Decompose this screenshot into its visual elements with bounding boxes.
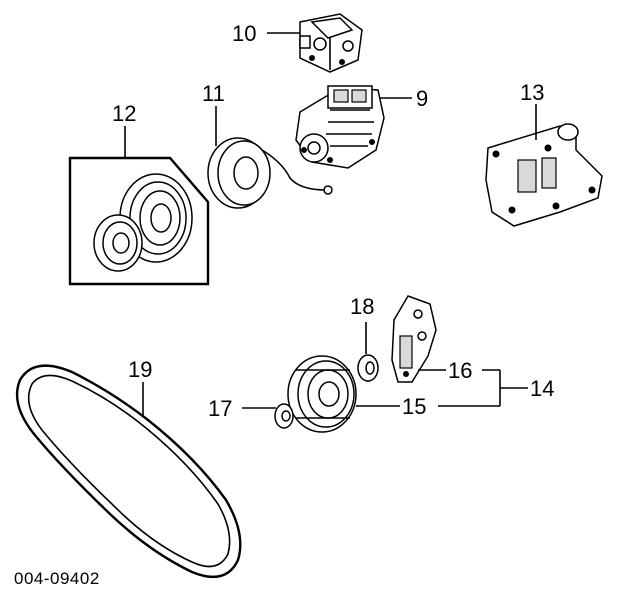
- diagram-reference-number: 004-09402: [14, 569, 100, 588]
- callout-17: 17: [208, 396, 232, 421]
- callout-14: 14: [530, 376, 554, 401]
- part-11-clutch-coil: [207, 137, 333, 209]
- part-19-drive-belt: [15, 364, 242, 579]
- part-12-clutch-assembly: [68, 156, 210, 286]
- part-16-idler-bracket: [391, 295, 437, 383]
- callout-18: 18: [350, 294, 374, 319]
- part-18-spacer: [357, 354, 379, 382]
- callout-15: 15: [402, 394, 426, 419]
- callout-19: 19: [128, 357, 152, 382]
- callout-10: 10: [232, 21, 256, 46]
- part-10-expansion-valve: [299, 13, 363, 73]
- callout-12: 12: [112, 101, 136, 126]
- part-15-idler-pulley: [287, 355, 357, 433]
- callout-13: 13: [520, 80, 544, 105]
- callout-group-14-bracket: [438, 369, 528, 407]
- callout-9: 9: [416, 86, 428, 111]
- callout-11: 11: [202, 81, 225, 106]
- part-9-compressor: [295, 85, 385, 169]
- callout-16: 16: [448, 358, 472, 383]
- part-13-mount-bracket: [485, 123, 603, 227]
- part-17-washer: [274, 403, 294, 429]
